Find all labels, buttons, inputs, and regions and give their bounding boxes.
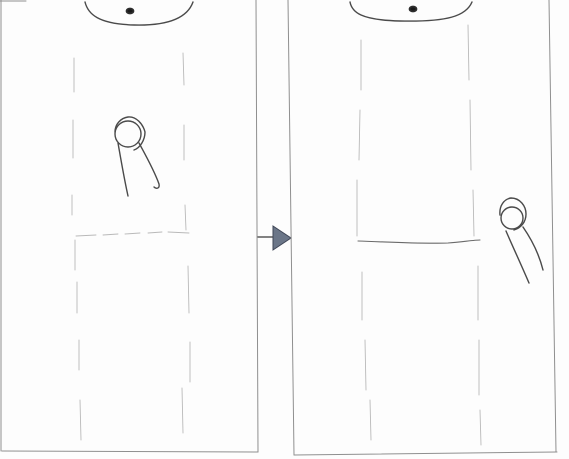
speaker-notch-icon <box>349 1 473 22</box>
camera-dot-icon <box>125 7 135 15</box>
phone-outline-right-edge <box>255 0 259 453</box>
screen-guide-right <box>181 52 191 434</box>
frame-before <box>0 0 259 453</box>
phone-outline-bottom-edge <box>293 451 558 456</box>
phone-outline-left-edge <box>287 0 295 456</box>
finger-touch-icon <box>499 197 544 284</box>
camera-dot-icon <box>408 5 418 13</box>
screen-guide-left <box>356 39 372 441</box>
finger-touch-icon <box>114 116 160 197</box>
right-arrow-icon <box>257 225 292 251</box>
speaker-notch-icon <box>84 1 194 26</box>
phone-outline-bottom-edge <box>1 450 259 453</box>
screen-guide-right <box>467 24 482 446</box>
screen-guide-left <box>71 57 82 441</box>
screen-divider <box>357 239 481 244</box>
screen-divider <box>75 231 190 237</box>
phone-outline-right-edge <box>548 0 557 453</box>
frame-after <box>287 0 558 456</box>
